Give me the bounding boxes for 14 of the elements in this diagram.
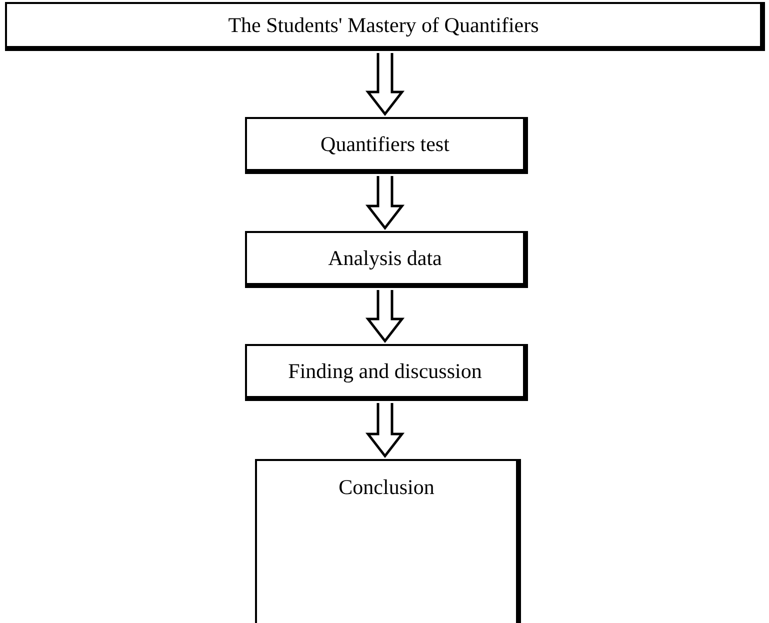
box-label: Quantifiers test	[320, 132, 450, 156]
process-box	[245, 231, 528, 288]
box-label: Analysis data	[328, 246, 442, 270]
hollow-arrow	[365, 174, 405, 230]
hollow-arrow	[365, 402, 405, 458]
box-label: Conclusion	[338, 475, 434, 500]
box-label: The Students' Mastery of Quantifiers	[228, 12, 539, 38]
process-box	[5, 2, 765, 51]
process-box	[245, 344, 528, 401]
hollow-arrow	[365, 52, 405, 116]
hollow-arrow	[365, 288, 405, 344]
box-label: Finding and discussion	[288, 358, 482, 384]
process-box	[245, 117, 528, 174]
process-box	[255, 459, 521, 623]
